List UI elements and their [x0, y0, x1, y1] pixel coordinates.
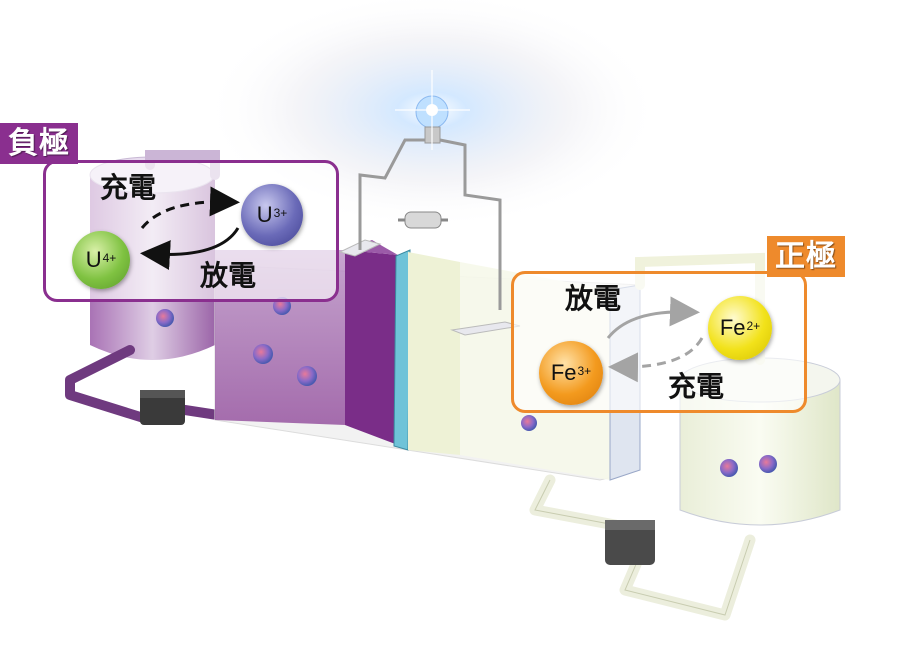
ion-u3-charge: 3+: [273, 206, 288, 220]
ion-fe3-charge: 3+: [577, 364, 592, 378]
negative-electrode-label: 負極: [0, 123, 78, 164]
light-bulb: [395, 70, 470, 150]
ion-u4-symbol: U: [85, 247, 102, 272]
ion-particles: [156, 297, 777, 477]
ion-fe2-symbol: Fe: [719, 315, 746, 340]
resistor: [398, 211, 448, 229]
positive-pump-loop: [529, 474, 756, 621]
ion-fe2-charge: 2+: [746, 319, 761, 333]
ion-u4-charge: 4+: [102, 251, 117, 265]
positive-electrode-label: 正極: [767, 236, 845, 277]
positive-pump: [605, 520, 655, 565]
positive-charge-label: 充電: [668, 370, 725, 403]
external-circuit: [358, 138, 502, 310]
ion-fe3-symbol: Fe: [550, 360, 577, 385]
negative-discharge-label: 放電: [200, 259, 257, 292]
negative-pump: [140, 390, 185, 425]
ion-u3-symbol: U: [256, 202, 273, 227]
membrane: [393, 249, 411, 451]
negative-charge-label: 充電: [100, 171, 157, 204]
positive-discharge-label: 放電: [565, 282, 622, 315]
